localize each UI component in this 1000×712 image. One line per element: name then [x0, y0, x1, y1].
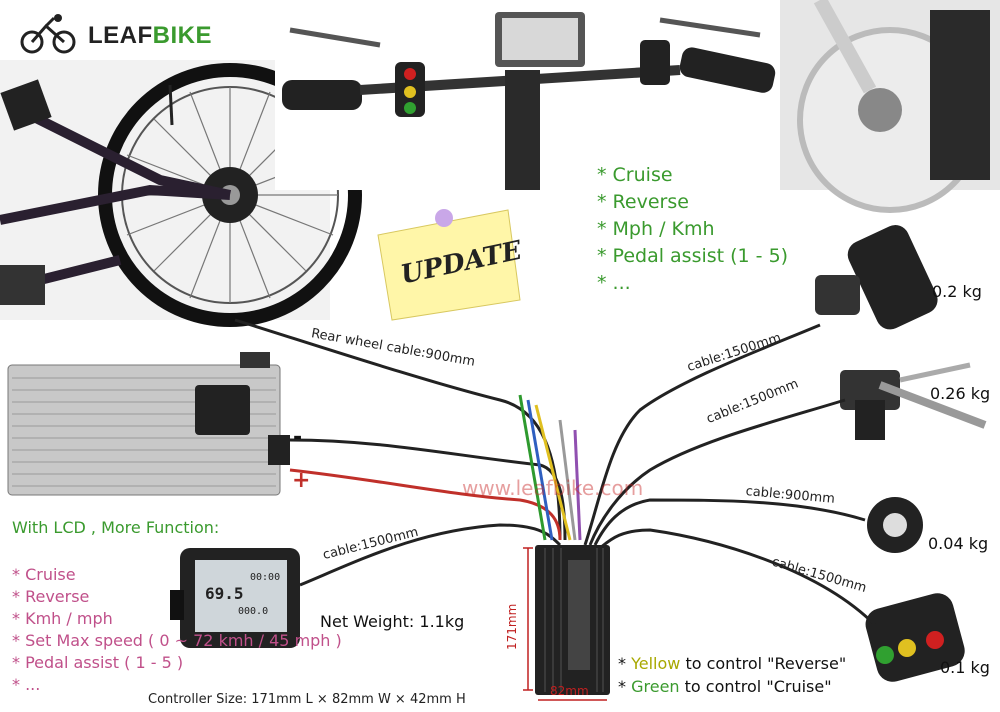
brand-logo-icon	[18, 12, 78, 56]
lcd-top-digits: 00:00	[250, 572, 281, 583]
lcd-feature-item: * ...	[12, 675, 41, 694]
controller-height-label: 171mm	[505, 603, 519, 650]
controller-dimensions	[523, 547, 607, 701]
wiring	[234, 318, 877, 627]
display-feature-item: * Pedal assist (1 - 5)	[597, 245, 789, 267]
lcd-feature-item: * Kmh / mph	[12, 609, 113, 628]
display-feature-list: * Cruise * Reverse * Mph / Kmh * Pedal a…	[597, 162, 788, 297]
display-feature-item: * Cruise	[597, 164, 673, 186]
controller-photo	[535, 545, 610, 695]
pas-sensor-photo	[867, 497, 923, 553]
handlebar-photo	[275, 0, 780, 190]
update-sticky-note	[377, 209, 521, 321]
net-weight: Net Weight: 1.1kg	[320, 612, 465, 631]
lcd-section-heading: With LCD , More Function:	[12, 518, 220, 537]
website-watermark: www.leafbike.com	[462, 476, 644, 500]
display-feature-item: * Reverse	[597, 191, 689, 213]
function-switch-photo	[865, 593, 965, 682]
lcd-display-photo	[170, 548, 300, 648]
battery-photo	[7, 352, 290, 496]
lcd-feature-item: * Cruise	[12, 565, 76, 584]
display-feature-item: * ...	[597, 272, 631, 294]
brand-name: LEAFBIKE	[88, 22, 213, 49]
controller-size-label: Controller Size: 171mm L × 82mm W × 42mm…	[148, 692, 466, 707]
lcd-feature-item: * Reverse	[12, 587, 90, 606]
green-cruise-note: * Green to control "Cruise"	[618, 677, 832, 696]
lcd-feature-item: * Set Max speed ( 0 ~ 72 kmh / 45 mph )	[12, 631, 342, 650]
disc-brake-photo	[780, 0, 1000, 213]
lcd-speed-readout: 69.5	[205, 584, 244, 603]
throttle-weight: 0.2 kg	[932, 282, 982, 301]
battery-minus-label: -	[293, 425, 303, 450]
throttle-photo	[815, 225, 938, 330]
yellow-reverse-note: * Yellow to control "Reverse"	[618, 654, 847, 673]
display-feature-item: * Mph / Kmh	[597, 218, 715, 240]
switch-weight: 0.1 kg	[940, 658, 990, 677]
lcd-bottom-digits: 000.0	[238, 606, 269, 617]
battery-plus-label: +	[292, 468, 311, 493]
brake-lever-photo	[840, 362, 987, 440]
lcd-feature-item: * Pedal assist ( 1 - 5 )	[12, 653, 184, 672]
lcd-feature-list: * Cruise * Reverse * Kmh / mph * Set Max…	[12, 564, 342, 696]
brake-weight: 0.26 kg	[930, 384, 991, 403]
controller-width-label: 82mm	[550, 684, 589, 698]
pas-weight: 0.04 kg	[928, 534, 989, 553]
